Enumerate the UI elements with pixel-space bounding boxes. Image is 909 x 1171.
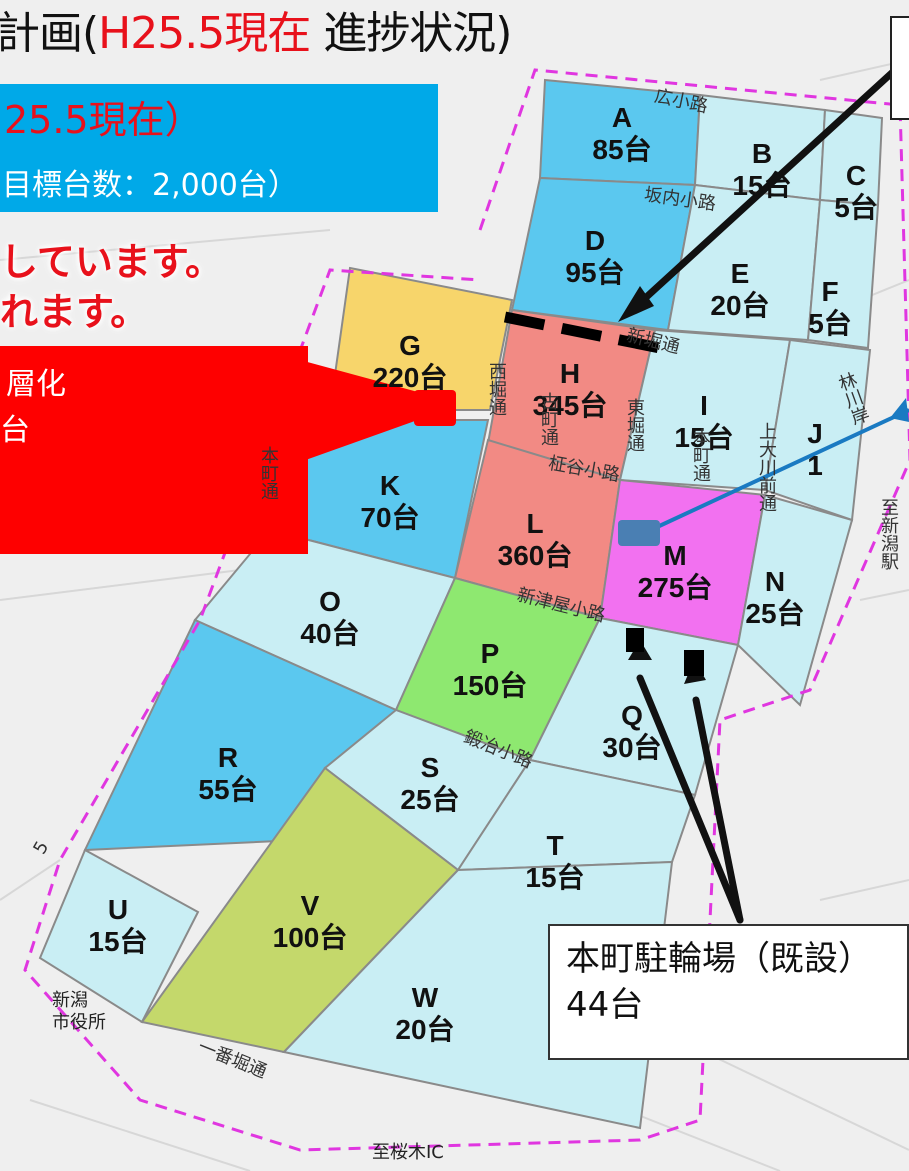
street-furumachi: 古町通 — [538, 392, 559, 446]
parking-marker-2 — [684, 650, 704, 676]
red-panel-line-1: 層化 — [6, 367, 66, 402]
planned-line — [503, 311, 662, 354]
page-title: 計画(H25.5現在 進捗状況) — [0, 8, 512, 59]
parking-marker-1 — [626, 628, 644, 652]
notice-line-1: しています。 — [0, 240, 224, 284]
notice-line-2: れます。 — [0, 290, 149, 334]
red-marker — [414, 390, 456, 426]
district-boundary — [23, 68, 909, 1152]
blue-marker — [618, 520, 660, 546]
street-honcho-k: 本町通 — [258, 446, 279, 500]
title-bar: 計画(H25.5現在 進捗状況) — [0, 0, 909, 80]
status-date: 25.5現在） — [4, 98, 203, 142]
pointer-arrow-1 — [636, 674, 744, 924]
existing-parking-callout: 本町駐輪場（既設） 44台 — [548, 924, 909, 1060]
block-F — [806, 198, 880, 350]
street-honcho: 本町通 — [690, 428, 711, 482]
red-panel — [0, 346, 308, 554]
existing-parking-count: 44台 — [566, 985, 644, 1025]
status-banner — [0, 84, 438, 212]
red-pointer — [300, 360, 440, 462]
street-nishibori: 西堀通 — [486, 362, 507, 416]
red-panel-line-2: 台 — [0, 413, 30, 448]
street-higashibori: 東堀通 — [624, 398, 645, 452]
place-cityhall: 新潟 市役所 — [52, 990, 106, 1033]
street-kamiokawamae: 上大川前通 — [756, 422, 777, 512]
place-ic: 至桜木IC — [372, 1142, 444, 1163]
place-station: 至新潟駅 — [878, 498, 899, 570]
pointer-arrow-2 — [692, 696, 744, 924]
blue-pointer — [654, 408, 909, 530]
block-G — [328, 266, 514, 411]
block-N — [736, 493, 854, 707]
existing-parking-label: 本町駐輪場（既設） — [566, 939, 872, 979]
pointer-arrow-top — [626, 66, 899, 316]
legend-box — [890, 16, 909, 120]
status-target: 目標台数：2,000台） — [2, 168, 298, 203]
